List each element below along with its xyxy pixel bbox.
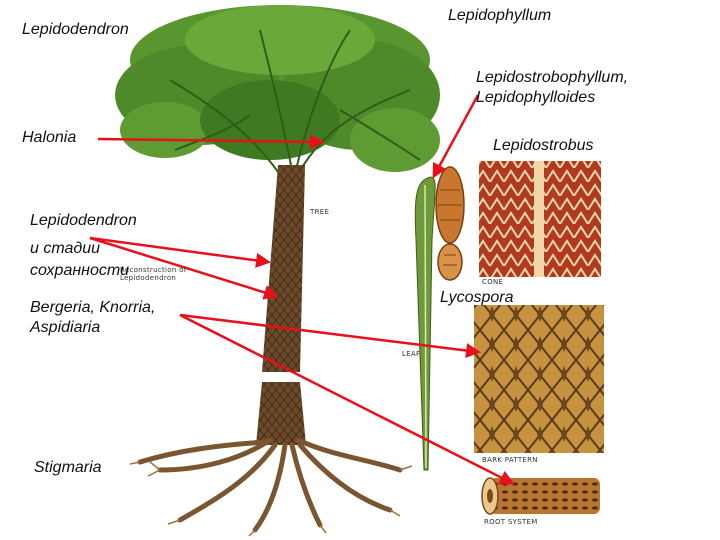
label-bergeria-line1: Bergeria, Knorria, [30,299,156,316]
caption-leaf: LEAF [402,350,421,358]
label-halonia: Halonia [22,129,77,146]
label-stages-line1: и стадии [30,240,101,257]
caption-reconstruction-line2: Lepidodendron [120,274,177,282]
arrow-bergeria [179,313,481,358]
label-bergeria-line2: Aspidiaria [30,319,101,336]
pointer-arrows [89,94,515,485]
label-lepidostrobophyllum-line1: Lepidostrobophyllum, [476,69,629,86]
label-lepidostrobus: Lepidostrobus [493,137,594,154]
label-lepidodendron-top: Lepidodendron [22,21,129,38]
bark-pattern-panel [474,305,604,453]
caption-reconstruction: Reconstruction of Lepidodendron [120,266,186,282]
arrow-lepidostrobophyllum [432,94,480,179]
caption-root-system: ROOT SYSTEM [484,518,538,526]
arrow-bark [89,236,279,300]
label-lepidostrobophyllum: Lepidostrobophyllum, Lepidophylloides [476,68,628,108]
arrow-lepidodendron-stages [89,236,271,268]
label-stigmaria: Stigmaria [34,459,102,476]
tree-trunk-lower [256,382,306,445]
cone-section-panel [477,159,603,279]
label-lepidodendron-mid: Lepidodendron [30,212,137,229]
caption-cone: CONE [482,278,504,286]
label-bergeria: Bergeria, Knorria, Aspidiaria [30,298,155,338]
label-lepidodendron-stages: Lepidodendron и стадии сохранности [30,210,137,282]
tree-trunk-upper [262,165,305,372]
caption-tree: TREE [310,208,330,216]
cone-drawing [435,166,465,281]
root-section-drawing [481,477,600,515]
label-lycospora: Lycospora [440,289,514,306]
caption-reconstruction-line1: Reconstruction of [120,266,187,274]
label-lepidophyllum: Lepidophyllum [448,7,552,24]
label-lepidostrobophyllum-line2: Lepidophylloides [476,89,596,106]
arrow-halonia [97,134,325,150]
root-system-drawing [137,437,403,533]
caption-bark-pattern: BARK PATTERN [482,456,538,464]
tree-crown [115,5,440,191]
arrow-stigmaria [179,313,515,485]
label-stages-line2: сохранности [30,262,130,279]
